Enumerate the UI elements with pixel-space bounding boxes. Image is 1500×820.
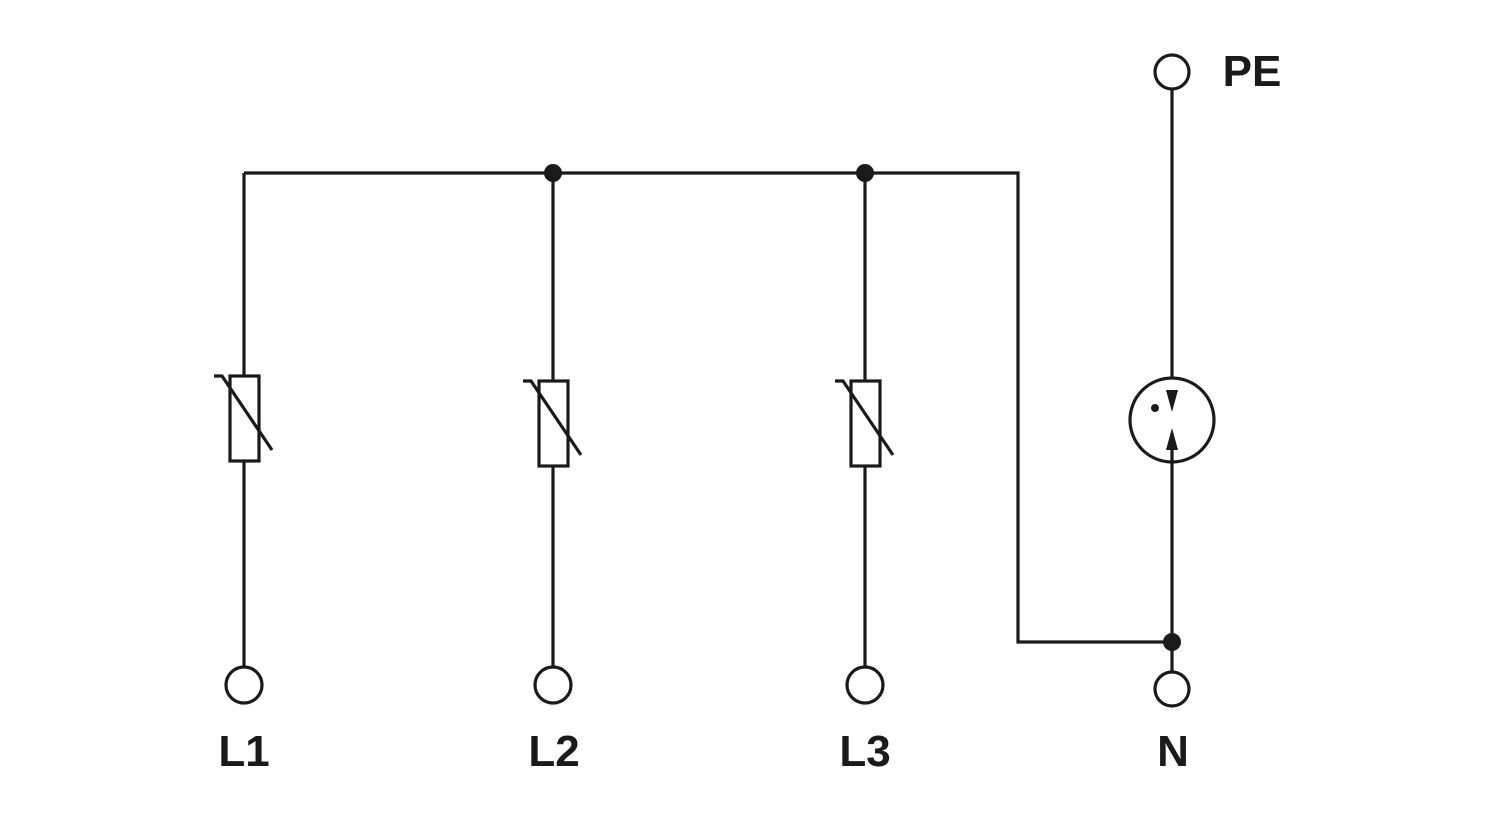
varistor-l1 — [214, 374, 274, 463]
l2-terminal — [533, 665, 573, 705]
l1-label: L1 — [218, 727, 270, 776]
l2-label: L2 — [528, 727, 580, 776]
junction-dot-l3 — [856, 164, 874, 182]
common-bus-wire — [244, 171, 1172, 644]
junction-dot-n — [1163, 633, 1181, 651]
l3-terminal — [845, 665, 885, 705]
n-label: N — [1157, 727, 1189, 776]
l3-label: L3 — [839, 727, 891, 776]
junction-dot-l2 — [544, 164, 562, 182]
n-terminal — [1153, 670, 1191, 708]
pe-label: PE — [1222, 47, 1282, 96]
varistor-l3 — [835, 379, 895, 468]
varistor-l2 — [523, 379, 583, 468]
pe-terminal — [1153, 53, 1191, 91]
l1-terminal — [224, 665, 264, 705]
